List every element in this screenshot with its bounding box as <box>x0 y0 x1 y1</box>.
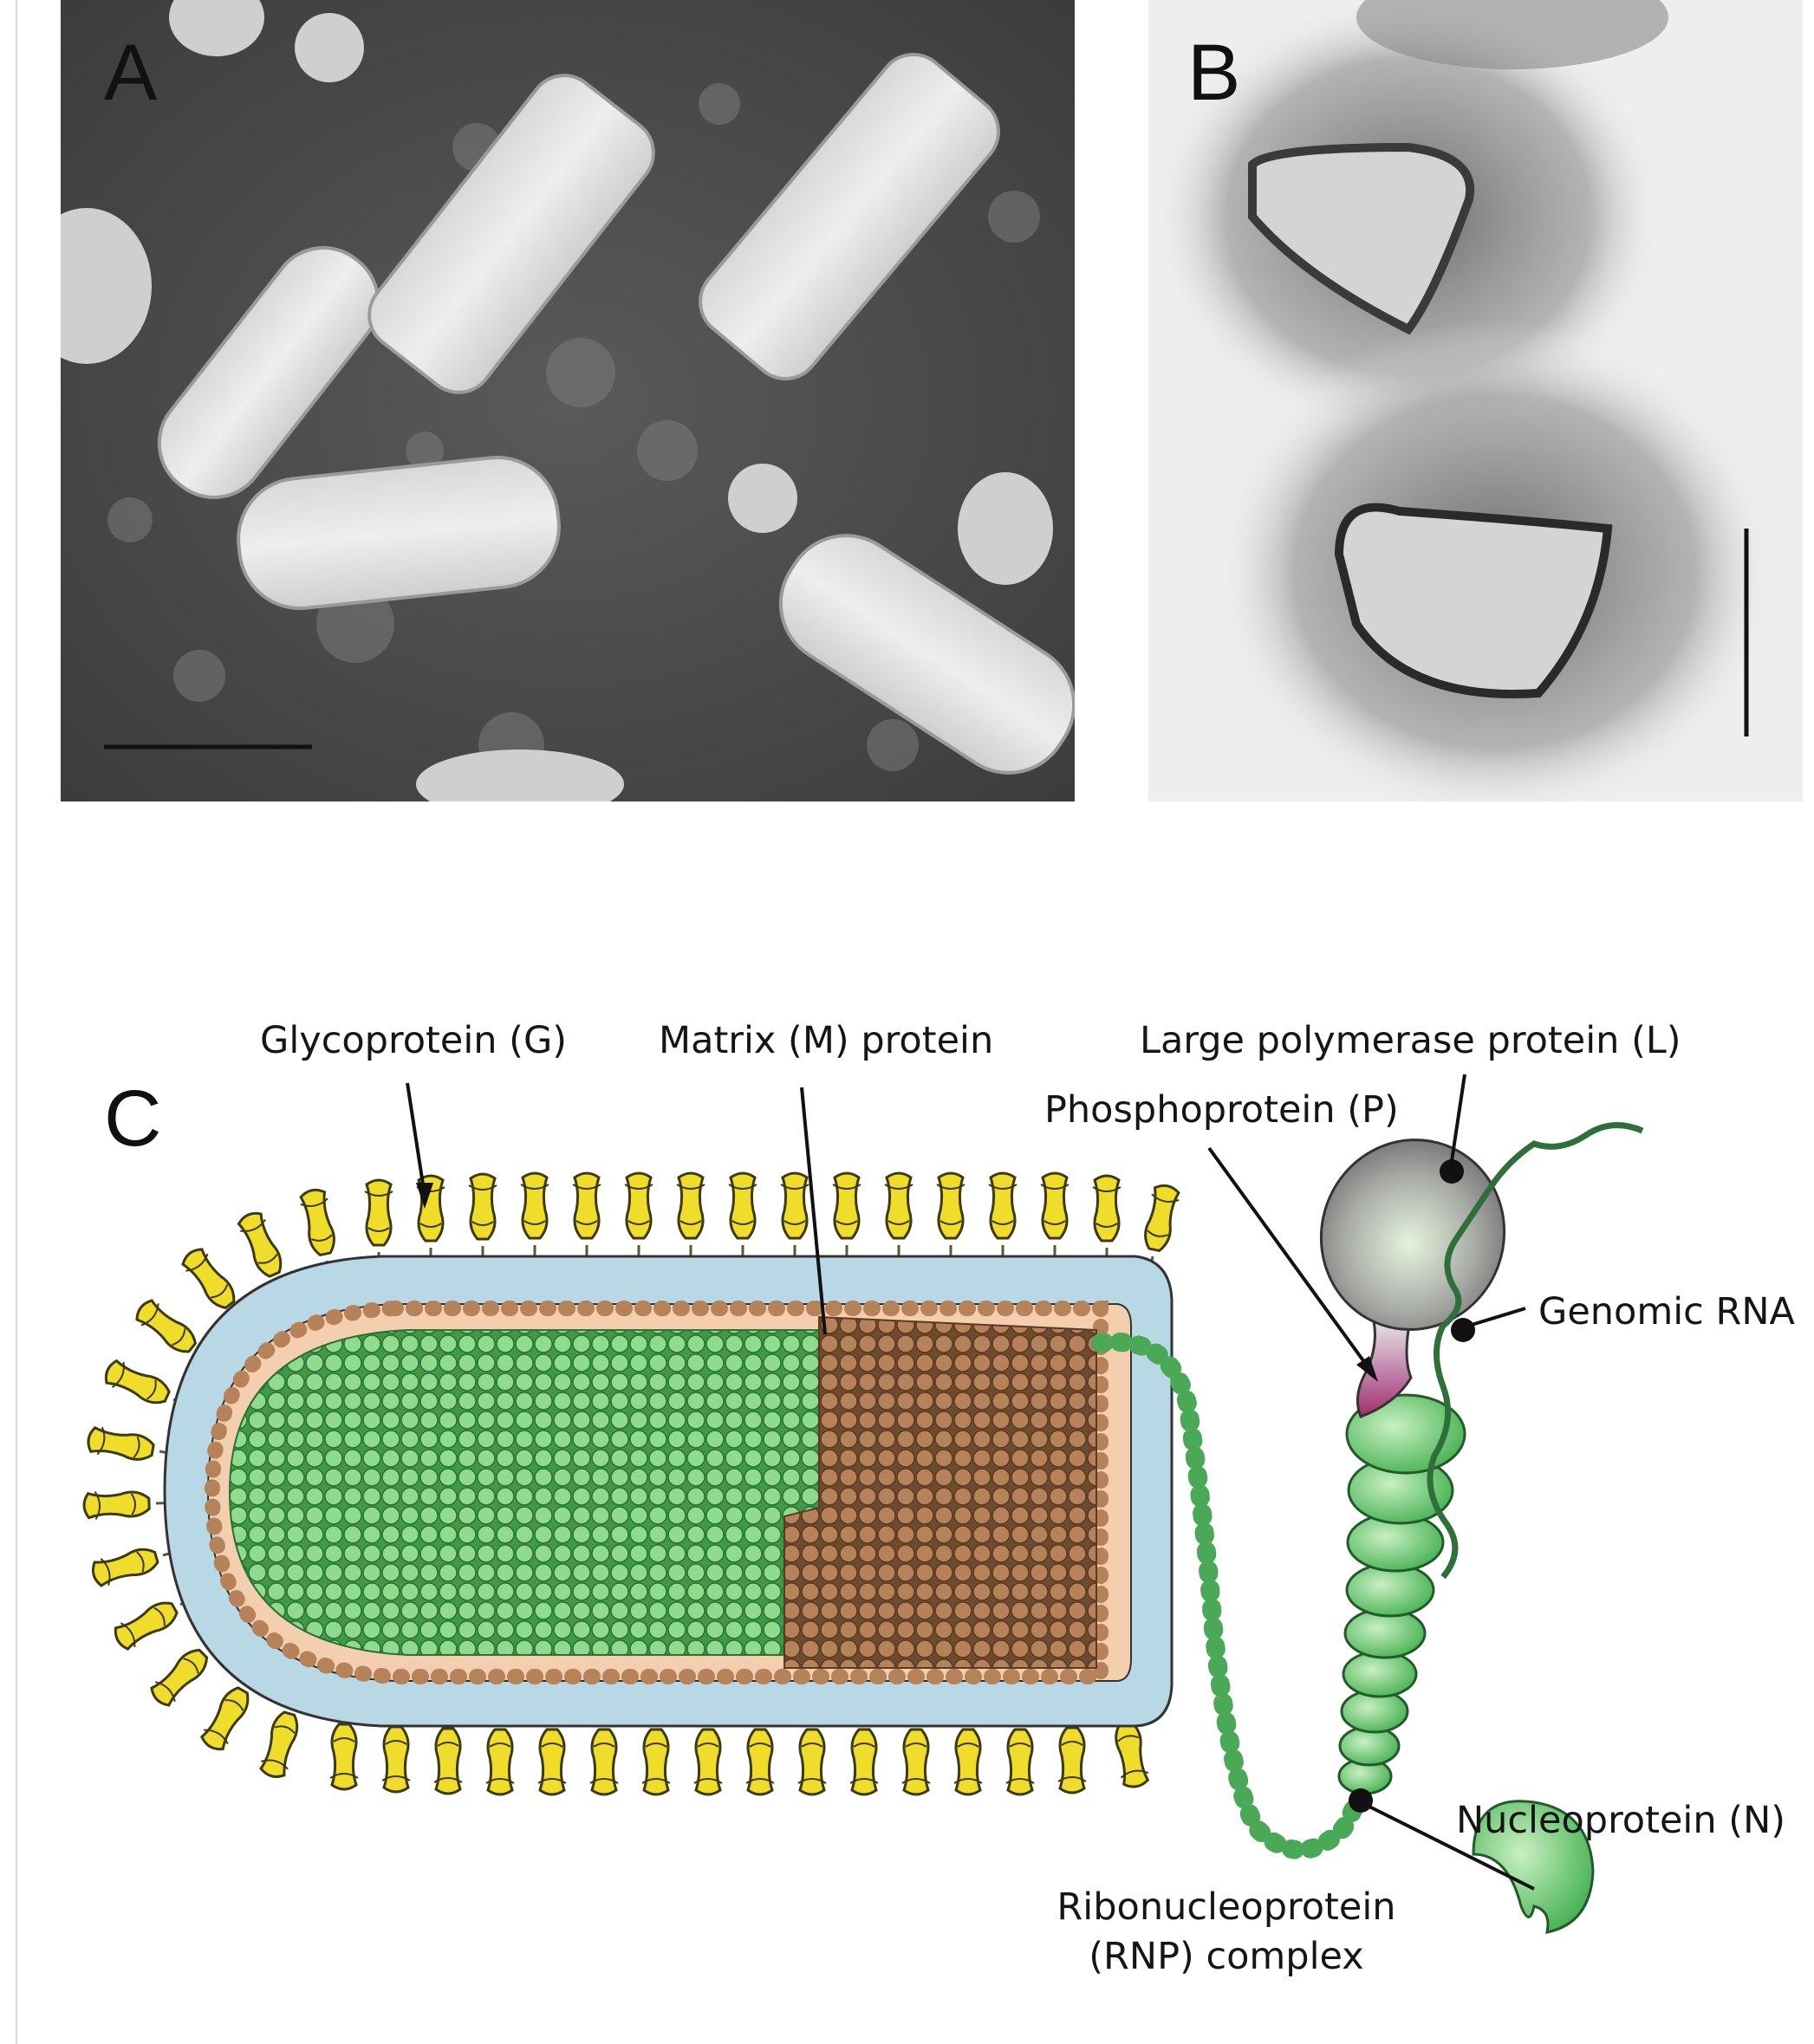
label-rnp-line2: (RNP) complex <box>1089 1935 1364 1978</box>
label-nucleoprotein: Nucleoprotein (N) <box>1456 1799 1786 1842</box>
label-genomic-rna: Genomic RNA <box>1538 1290 1795 1333</box>
matrix-helix <box>783 1315 1097 1669</box>
label-matrix: Matrix (M) protein <box>659 1019 994 1062</box>
panel-letter-b: B <box>1187 29 1241 117</box>
page-edge-line <box>16 0 17 2044</box>
label-rnp-line1: Ribonucleoprotein <box>1057 1885 1396 1929</box>
micrograph-a-image <box>61 0 1075 801</box>
label-large-polymerase: Large polymerase protein (L) <box>1140 1019 1681 1062</box>
nucleocapsid-stack <box>1337 1393 1466 1795</box>
label-phosphoprotein: Phosphoprotein (P) <box>1044 1088 1399 1132</box>
nucleoprotein-shape <box>1472 1800 1595 1934</box>
pointer-lines <box>406 1074 1535 1891</box>
label-glycoprotein: Glycoprotein (G) <box>260 1019 568 1062</box>
nucleocapsid-coil <box>228 1329 820 1656</box>
micrograph-panel-a: A <box>61 0 1075 801</box>
polymerase-shape <box>1319 1139 1506 1331</box>
matrix-layer <box>204 1301 1109 1684</box>
panel-letter-c: C <box>104 1074 162 1163</box>
panel-letter-a: A <box>104 29 158 117</box>
micrograph-panel-b: B <box>1148 0 1803 801</box>
micrograph-b-image <box>1148 0 1803 801</box>
genomic-rna-strand <box>1427 1122 1644 1580</box>
